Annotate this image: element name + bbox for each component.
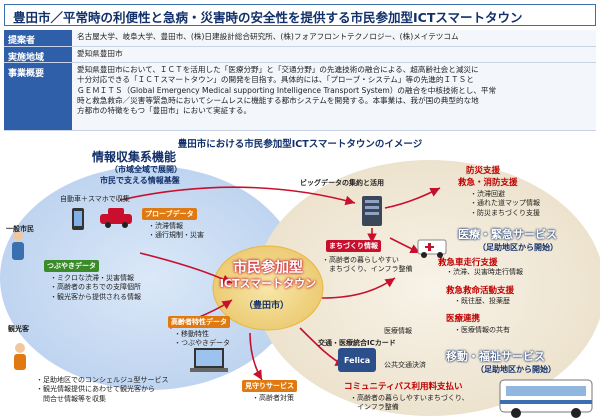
medical-link: 医療連携 [446,314,481,324]
page-title: 豊田市／平常時の利便性と急病・災害時の安全性を提供する市民参加型ICTスマートタ… [13,10,523,25]
tourist-item: 問合せ情報等を収集 [36,394,106,403]
info-row-region: 実施地域 愛知県豊田市 [4,47,596,63]
rescue-list: ・既往歴、投薬歴 [454,297,510,306]
disaster-list: ・渋滞回避 ・通れた道マップ情報 ・防災まちづくり支援 [470,190,540,218]
probe-list: ・渋滞情報 ・通行規制・災害 [148,222,204,241]
collection-scope: （市域全域で展開） [110,165,182,174]
core-line: ICTスマートタウン [219,276,317,290]
tweet-item: ・ミクロな渋滞・災害情報 [50,274,134,282]
tweet-item: ・高齢者のまちでの支障個所 [50,283,141,292]
medical-link-item: ・医療情報の共有 [454,326,510,334]
mobility-subheading: （足助地区から開始） [476,365,556,374]
emergency-fire-support: 救急・消防支援 [458,178,518,188]
tweet-list: ・ミクロな渋滞・災害情報 ・高齢者のまちでの支障個所 ・観光客から提供される情報 [50,274,141,302]
citizen-label: 一般市民 [6,225,34,233]
bus-payment: コミュニティバス利用料支払い [344,382,463,392]
tweet-tag: つぶやきデータ [44,260,99,272]
mimamori-item: ・高齢者対策 [252,394,294,402]
medical-link-list: ・医療情報の共有 [454,326,510,335]
diagram-background [0,160,600,418]
probe-item: ・渋滞情報 [148,222,183,230]
summary-line: 方都市の特徴をもつ「豊田市」において実証する。 [77,106,252,115]
elderly-item: ・つぶやきデータ [174,339,230,348]
ambulance-support: 救急車走行支援 [438,258,498,268]
arrow [139,252,233,284]
smartphone-icon [72,208,84,230]
info-table: 提案者 名古屋大学、岐阜大学、豊田市、(株)日建設計総合研究所、(株)フォアフロ… [4,30,596,131]
ic-card-label: 交通・医療統合ICカード [318,339,396,347]
mimamori-list: ・高齢者対策 [252,394,294,403]
probe-item: ・通行規制・災害 [148,231,204,240]
collection-subheading: 市民で支える情報基盤 [100,176,180,185]
disaster-support: 防災支援 [466,166,501,176]
ic-card-icon [338,348,376,372]
ambulance-icon [417,239,447,258]
emergency-heading: 医療・緊急サービス [458,228,557,241]
probe-tag: プローブデータ [142,208,197,220]
smart-town-core: 市民参加型 ICTスマートタウン [214,260,322,290]
machi-item: まちづくり、インフラ整備 [322,265,413,274]
person-icon [14,343,26,370]
car-icon [100,208,132,228]
server-icon [362,196,382,226]
collection-heading: 情報収集系機能 [92,150,177,164]
region-value: 愛知県豊田市 [72,47,596,62]
ic-card-word: Felica [344,356,371,365]
machi-tag: まちづくり情報 [326,240,381,252]
info-row-proposer: 提案者 名古屋大学、岐阜大学、豊田市、(株)日建設計総合研究所、(株)フォアフロ… [4,30,596,47]
arrow [119,186,356,206]
arrow [249,332,263,381]
emergency-subheading: （足助地区から開始） [478,243,558,252]
region-label: 実施地域 [4,47,72,63]
car-label: 自動車＋スマホで収集 [60,195,130,203]
center-hub [212,245,324,331]
bigdata-label: ビッグデータの集約と活用 [300,179,384,187]
bus-list: ・高齢者の暮らしやすいまちづくり、 インフラ整備 [350,394,469,413]
machi-item: ・高齢者の暮らしやすい [322,256,399,264]
diagram: 情報収集系機能 （市域全域で展開） 市民で支える情報基盤 自動車＋スマホで収集 … [0,148,600,420]
elderly-tag: 高齢者特性データ [168,316,230,328]
tourist-item: ・足助地区でのコンシェルジュ型サービス [36,376,169,384]
core-city: （豊田市） [244,301,290,311]
tweet-item: ・観光客から提供される情報 [50,292,141,301]
proposer-label: 提案者 [4,30,72,46]
tourist-item: ・観光情報提供にあわせて観光客から [36,385,155,394]
disaster-item: ・通れた道マップ情報 [470,199,540,208]
ambulance-item: ・渋滞、災害時走行情報 [446,268,523,276]
summary-line: 時と救急救命／災害等緊急時においてシームレスに機能する都市システムを開発する。本… [77,95,479,105]
arrow [384,187,441,209]
arrow [321,277,396,299]
machi-list: ・高齢者の暮らしやすい まちづくり、インフラ整備 [322,256,413,275]
medical-info-label: 医療情報 [384,327,412,335]
mobility-heading: 移動・福祉サービス [446,350,545,363]
title-bar: 豊田市／平常時の利便性と急病・災害時の安全性を提供する市民参加型ICTスマートタ… [4,4,596,26]
arrow [389,237,421,254]
summary-line: 愛知県豊田市において、ＩＣＴを活用した「医療分野」と「交通分野」の先進技術の融合… [77,65,479,74]
disaster-item: ・渋滞回避 [470,190,505,198]
ambulance-list: ・渋滞、災害時走行情報 [446,268,523,277]
tourist-label: 観光客 [8,325,29,333]
summary-value: 愛知県豊田市において、ＩＣＴを活用した「医療分野」と「交通分野」の先進技術の融合… [72,63,596,130]
disaster-item: ・防災まちづくり支援 [470,208,540,217]
tourist-list: ・足助地区でのコンシェルジュ型サービス ・観光情報提供にあわせて観光客から 問合… [36,376,169,404]
summary-line: 十分対応できる「ＩＣＴスマートタウン」の開発を目指す。具体的には、「プローブ・シ… [77,75,474,85]
bus-item: ・高齢者の暮らしやすいまちづくり、 [350,394,469,402]
info-row-summary: 事業概要 愛知県豊田市において、ＩＣＴを活用した「医療分野」と「交通分野」の先進… [4,63,596,131]
rescue-item: ・既往歴、投薬歴 [454,297,510,305]
rescue-support: 救急救命活動支援 [446,286,515,296]
laptop-icon [190,348,228,372]
proposer-value: 名古屋大学、岐阜大学、豊田市、(株)日建設計総合研究所、(株)フォアフロントテク… [72,30,596,46]
core-line: 市民参加型 [233,260,303,276]
elderly-list: ・移動特性 ・つぶやきデータ [174,330,230,349]
bus-item: インフラ整備 [350,403,399,412]
person-icon [12,231,24,260]
mimamori-tag: 見守りサービス [242,380,297,392]
payment-label: 公共交通決済 [384,361,426,369]
elderly-item: ・移動特性 [174,330,209,338]
bus-icon [499,379,593,418]
summary-label: 事業概要 [4,63,72,130]
diagram-title: 豊田市における市民参加型ICTスマートタウンのイメージ [177,139,423,150]
summary-line: ＧＥＭＩＴＳ（Global Emergency Medical supporti… [77,85,497,95]
